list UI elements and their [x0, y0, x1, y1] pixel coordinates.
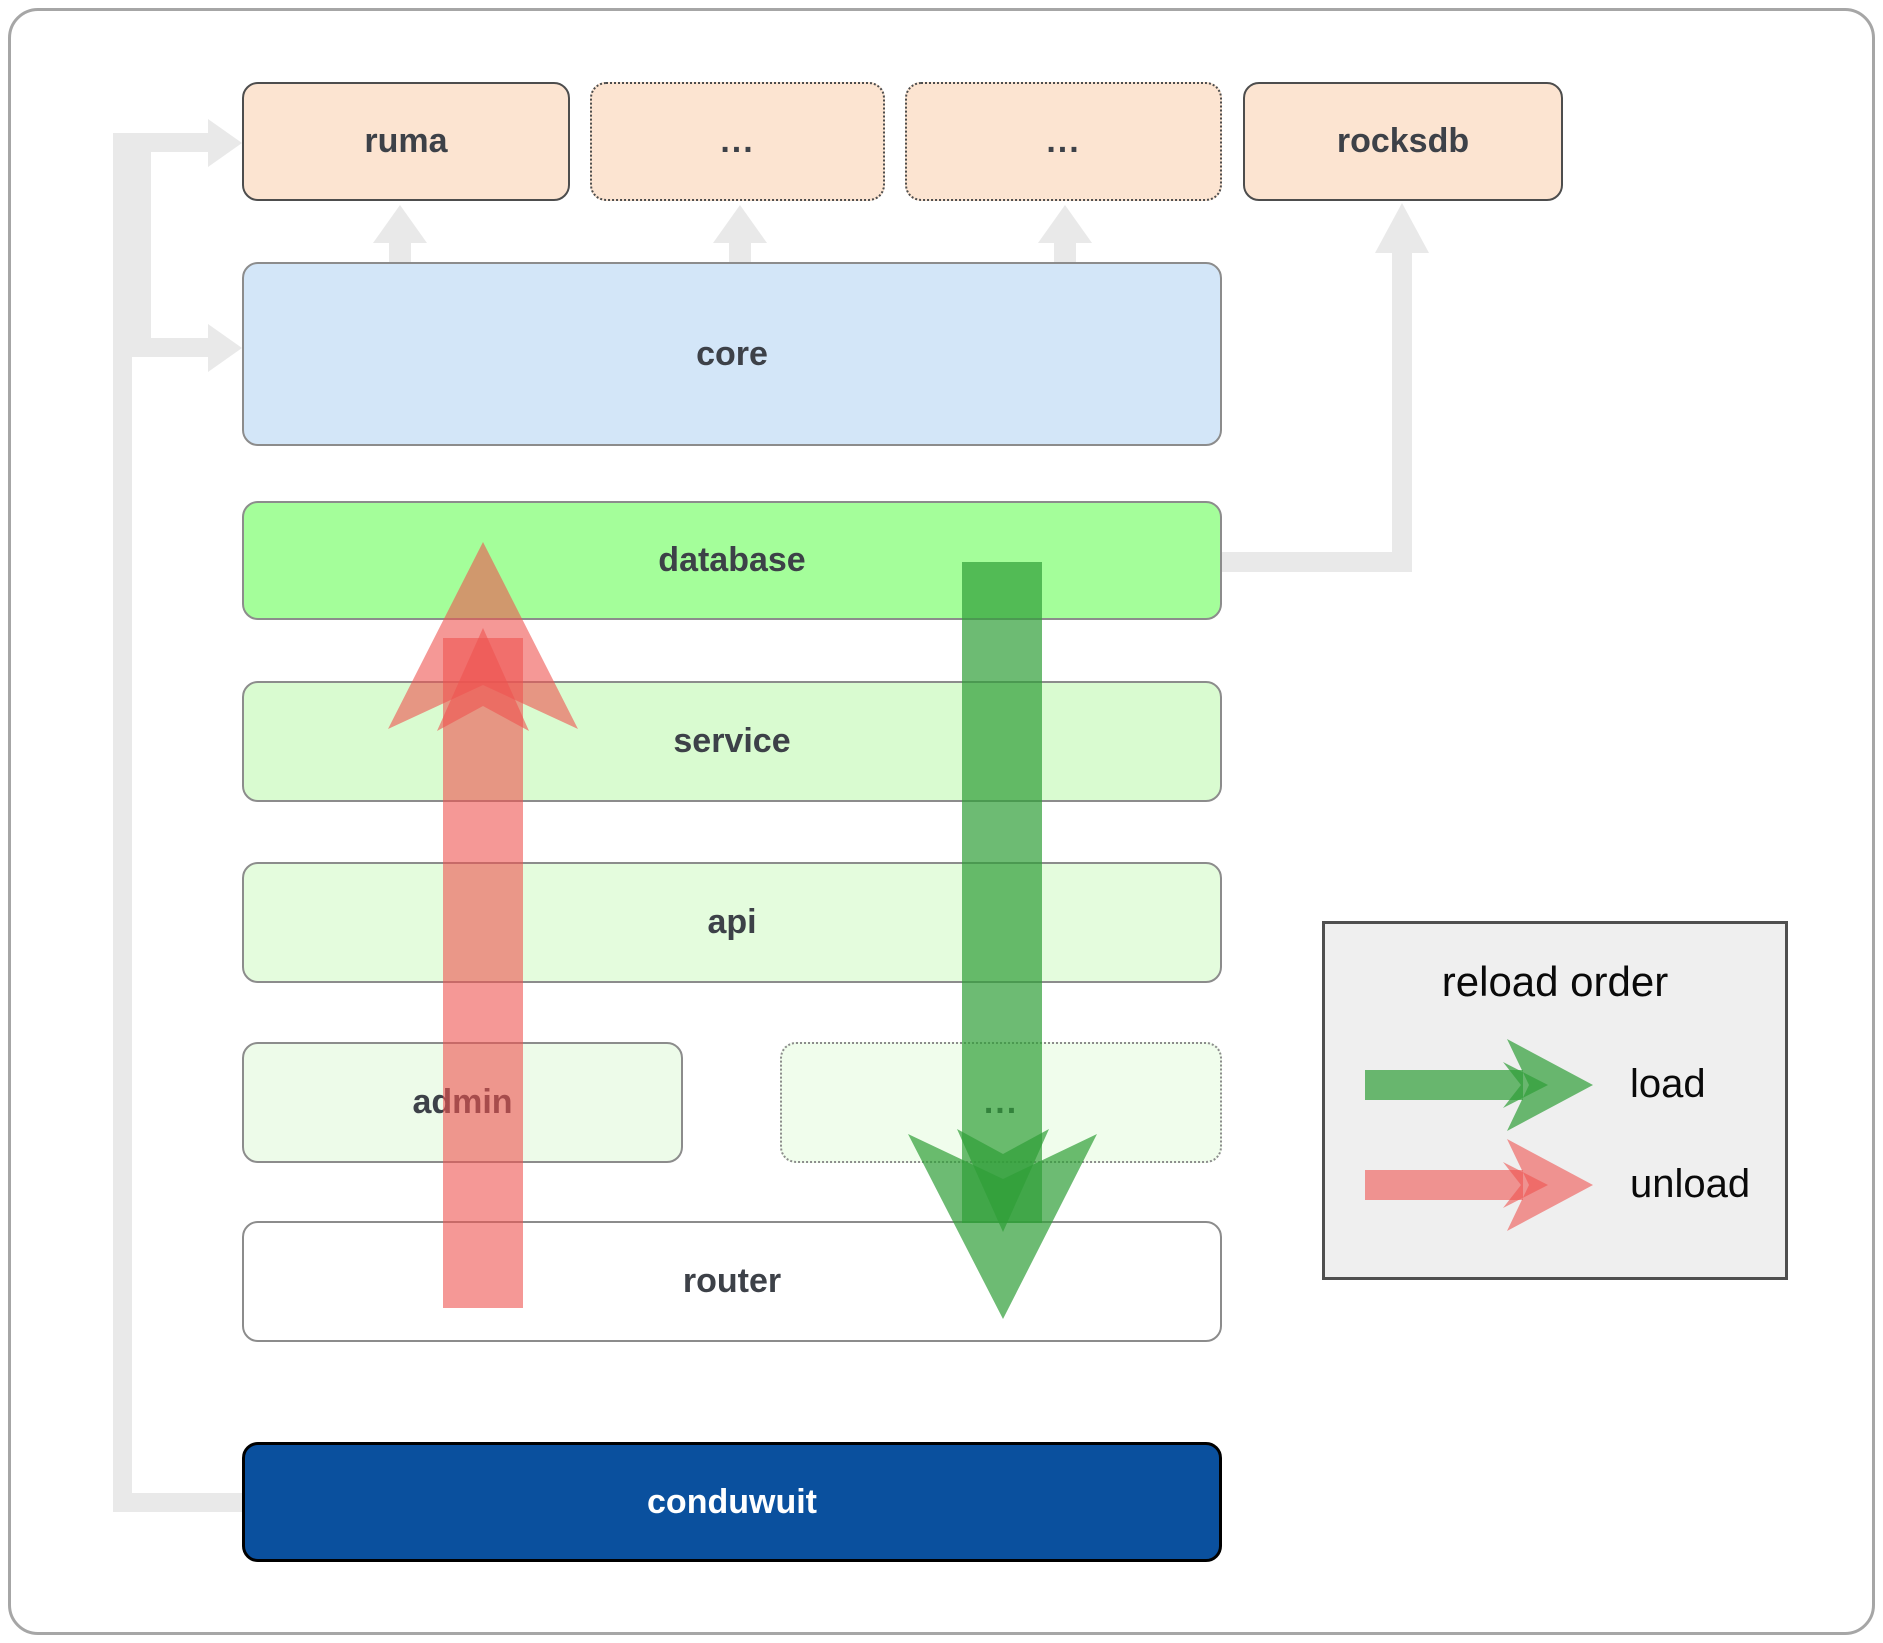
node-label: api	[707, 903, 757, 941]
node-conduwuit: conduwuit	[242, 1442, 1222, 1562]
node-api: api	[242, 862, 1222, 983]
diagram-border	[8, 8, 1875, 1635]
legend-title: reload order	[1441, 958, 1669, 1005]
node-label: core	[696, 334, 768, 373]
load-arrow-icon	[1365, 1039, 1593, 1131]
node-label: conduwuit	[647, 1482, 817, 1521]
up-arrowhead-icon	[373, 205, 427, 243]
node-label: database	[658, 541, 806, 579]
conduwuit-to-core-connector	[132, 152, 242, 372]
arrowhead-into-rocksdb-icon	[1375, 203, 1429, 253]
unload-arrow	[388, 542, 578, 1308]
node-database: database	[242, 501, 1222, 620]
load-arrow	[908, 562, 1097, 1319]
node-label: ...	[1046, 122, 1081, 160]
node-ellipsis-top-2: ...	[905, 82, 1222, 201]
node-router: router	[242, 1221, 1222, 1342]
up-arrowhead-icon	[1038, 205, 1092, 243]
node-ellipsis-top-1: ...	[590, 82, 885, 201]
legend: reload order load unload	[1322, 921, 1788, 1280]
node-ruma: ruma	[242, 82, 570, 201]
node-label: ruma	[364, 122, 448, 160]
conduwuit-to-ruma-connector	[113, 119, 242, 1512]
arrowhead-into-ruma-icon	[208, 119, 242, 167]
legend-arrows	[1365, 1039, 1593, 1231]
node-label: rocksdb	[1336, 122, 1470, 160]
arrowhead-into-core-icon	[208, 324, 242, 372]
unload-arrow-caret-icon	[437, 628, 529, 731]
core-to-ellipsis2-arrow	[1038, 205, 1092, 263]
node-core: core	[242, 262, 1222, 446]
node-label: router	[682, 1262, 782, 1300]
database-to-rocksdb-connector	[1222, 203, 1429, 572]
node-label: ...	[720, 122, 755, 160]
core-to-ellipsis1-arrow	[713, 205, 767, 263]
load-arrow-shaft	[962, 562, 1042, 1223]
unload-arrow-shaft	[443, 638, 523, 1308]
node-rocksdb: rocksdb	[1243, 82, 1563, 201]
unload-arrow-icon	[1365, 1139, 1593, 1231]
up-arrowhead-icon	[713, 205, 767, 243]
core-to-ruma-arrow	[373, 205, 427, 263]
load-arrow-caret-icon	[957, 1129, 1049, 1232]
legend-unload-label: unload	[1630, 1162, 1751, 1206]
node-label: service	[673, 722, 791, 760]
legend-load-label: load	[1630, 1062, 1706, 1106]
